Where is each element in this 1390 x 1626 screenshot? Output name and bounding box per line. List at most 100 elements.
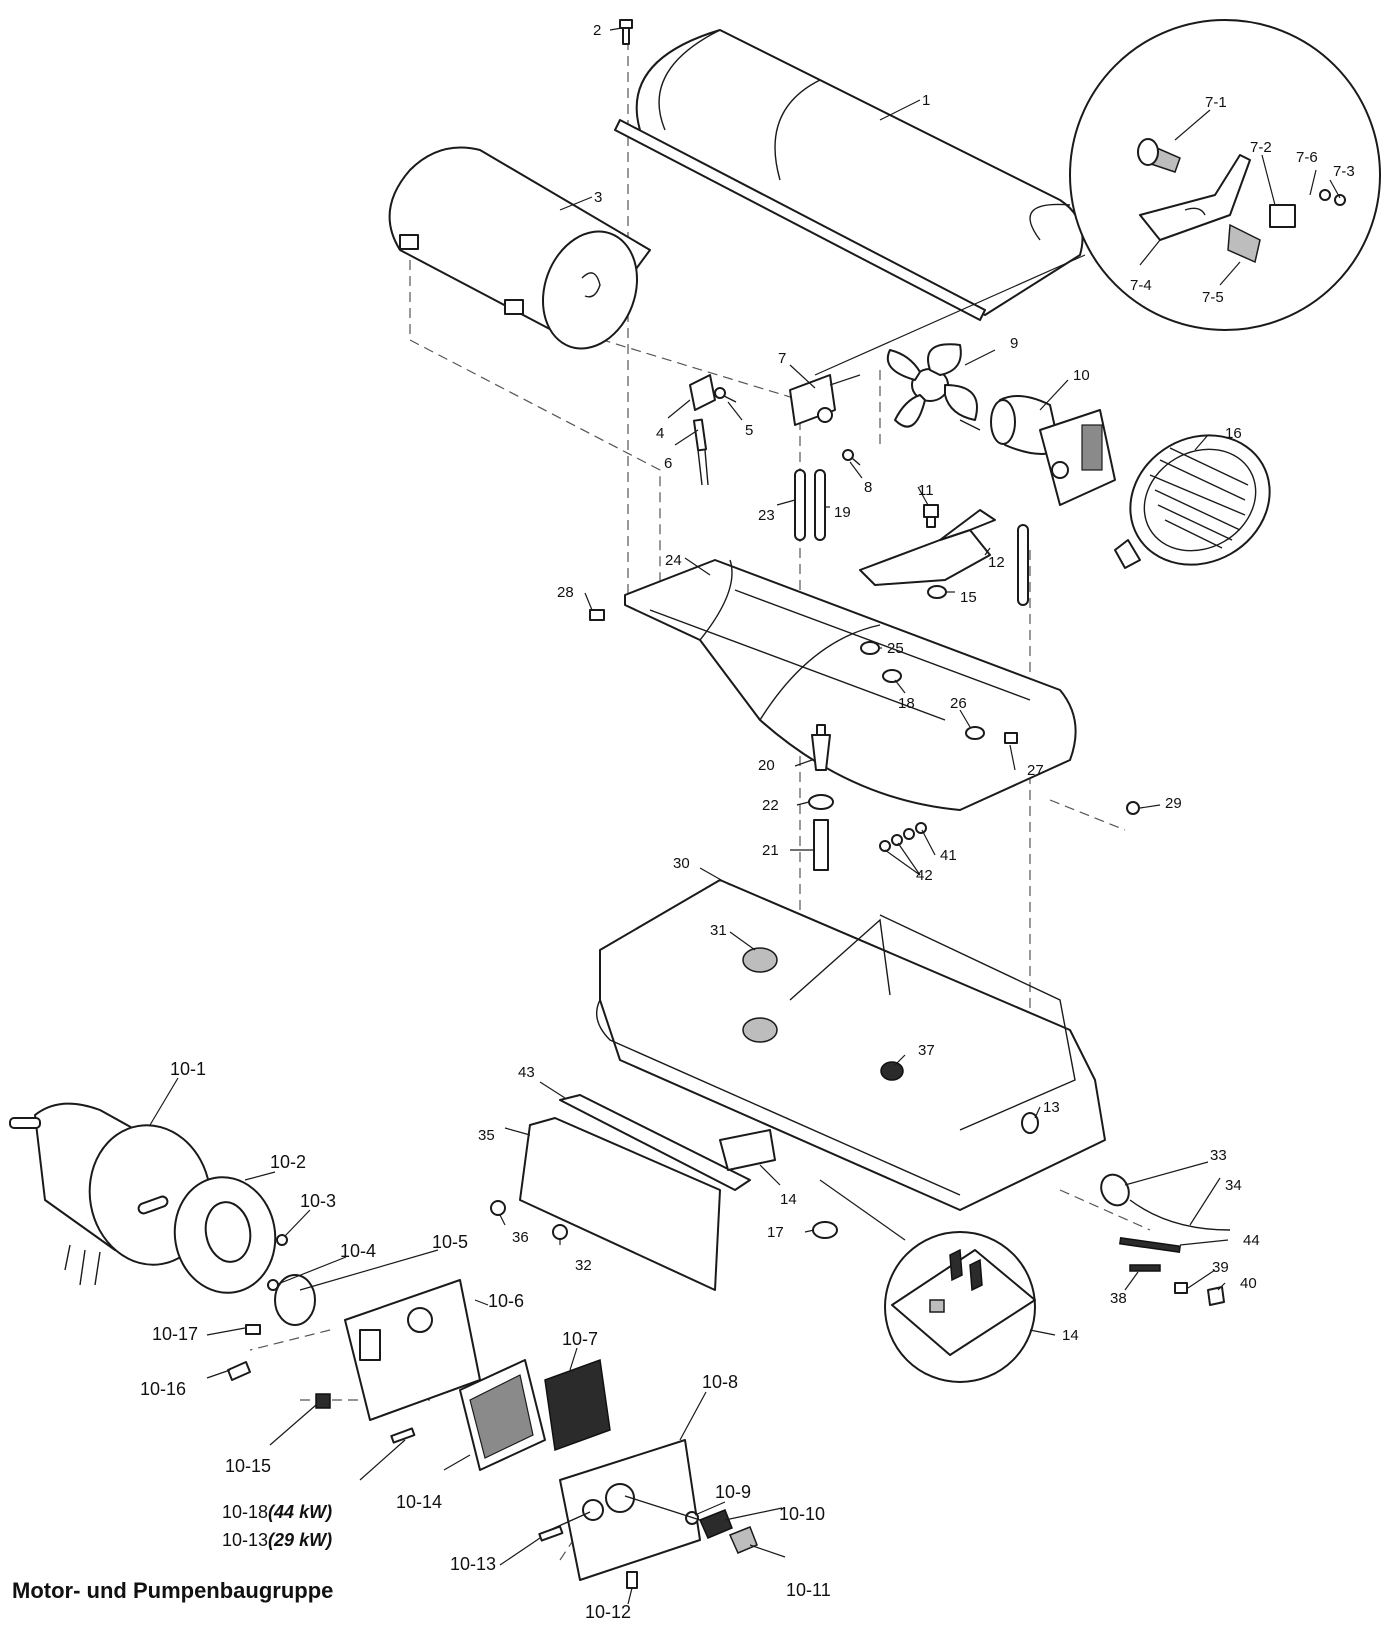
lower-housing-shell-24 xyxy=(624,559,1077,811)
label-28: 28 xyxy=(557,584,574,601)
label-36: 36 xyxy=(512,1229,529,1246)
screw-10-18 xyxy=(390,1427,416,1444)
label-7-5: 7-5 xyxy=(1202,289,1224,306)
screw-36 xyxy=(490,1200,506,1216)
label-27: 27 xyxy=(1027,762,1044,779)
label-3: 3 xyxy=(594,189,602,206)
label-30: 30 xyxy=(673,855,690,872)
photocell-6 xyxy=(692,418,709,486)
leader-lines xyxy=(149,27,1341,1605)
note-10-18-44kw: 10-18(44 kW) xyxy=(222,1502,332,1522)
note-10-13-29kw: 10-13(29 kW) xyxy=(222,1530,332,1550)
label-10: 10 xyxy=(1073,367,1090,384)
fuel-tank-30 xyxy=(596,879,1106,1211)
connector-33 xyxy=(1100,1173,1130,1207)
label-10-1: 10-1 xyxy=(170,1059,206,1079)
label-6: 6 xyxy=(664,455,672,472)
panel-35 xyxy=(519,1117,721,1291)
label-2: 2 xyxy=(593,22,601,39)
label-34: 34 xyxy=(1225,1177,1242,1194)
note-10-13-power: (29 kW) xyxy=(268,1530,332,1550)
part-38 xyxy=(1129,1264,1161,1272)
plug-10-11 xyxy=(728,1526,758,1554)
diagram-caption: Motor- und Pumpenbaugruppe xyxy=(12,1578,334,1603)
label-9: 9 xyxy=(1010,335,1018,352)
label-42: 42 xyxy=(916,867,933,884)
label-10-2: 10-2 xyxy=(270,1152,306,1172)
clip-28 xyxy=(589,609,605,621)
rotor-10-5 xyxy=(274,1274,316,1326)
label-14-small: 14 xyxy=(780,1191,797,1208)
label-10-7: 10-7 xyxy=(562,1329,598,1349)
label-11: 11 xyxy=(918,482,934,499)
label-31: 31 xyxy=(710,922,727,939)
label-10-8: 10-8 xyxy=(702,1372,738,1392)
label-18: 18 xyxy=(898,695,915,712)
upper-housing-shell xyxy=(614,29,1084,321)
label-39: 39 xyxy=(1212,1259,1229,1276)
label-13: 13 xyxy=(1043,1099,1060,1116)
screw-10-16 xyxy=(227,1361,251,1381)
label-25: 25 xyxy=(887,640,904,657)
part-40 xyxy=(1207,1286,1225,1306)
label-22: 22 xyxy=(762,797,779,814)
plug-18 xyxy=(882,669,902,683)
label-7-6: 7-6 xyxy=(1296,149,1318,166)
label-10-10: 10-10 xyxy=(779,1504,825,1524)
label-10-14: 10-14 xyxy=(396,1492,442,1512)
label-10-11: 10-11 xyxy=(786,1580,831,1600)
motor-10 xyxy=(959,395,1116,506)
rod-right xyxy=(1017,524,1029,606)
label-37: 37 xyxy=(918,1042,935,1059)
screw-32 xyxy=(552,1224,568,1240)
label-8: 8 xyxy=(864,479,872,496)
igniter-bracket-7 xyxy=(789,374,861,426)
label-23: 23 xyxy=(758,507,775,524)
flow-arrows xyxy=(549,1495,701,1531)
label-26: 26 xyxy=(950,695,967,712)
strip-43 xyxy=(559,1094,751,1191)
detail-circle-14 xyxy=(819,1179,1036,1383)
label-41: 41 xyxy=(940,847,957,864)
label-7: 7 xyxy=(778,350,786,367)
label-10-16: 10-16 xyxy=(140,1379,186,1399)
note-10-18-part: 10-18 xyxy=(222,1502,268,1522)
label-12: 12 xyxy=(988,554,1005,571)
grommet-25 xyxy=(860,641,880,655)
fan-bracket-12 xyxy=(859,509,996,586)
label-15: 15 xyxy=(960,589,977,606)
label-33: 33 xyxy=(1210,1147,1227,1164)
washers-41-42 xyxy=(879,822,927,852)
label-5: 5 xyxy=(745,422,753,439)
grommet-26 xyxy=(965,726,985,740)
label-10-5: 10-5 xyxy=(432,1232,468,1252)
label-10-9: 10-9 xyxy=(715,1482,751,1502)
label-4: 4 xyxy=(656,425,664,442)
screw-10-3 xyxy=(276,1234,288,1246)
note-10-13-part: 10-13 xyxy=(222,1530,268,1550)
combustion-chamber xyxy=(388,146,651,350)
label-1: 1 xyxy=(922,92,930,109)
filter-frame-10-14 xyxy=(459,1359,546,1471)
screw-5 xyxy=(714,387,737,403)
fitting-22 xyxy=(808,794,834,810)
label-10-15: 10-15 xyxy=(225,1456,271,1476)
screw-27 xyxy=(1004,732,1018,744)
screw-10-13 xyxy=(538,1525,564,1542)
label-44: 44 xyxy=(1243,1232,1260,1249)
label-16: 16 xyxy=(1225,425,1242,442)
pcb-14-small xyxy=(719,1129,776,1171)
photocell-bracket-4 xyxy=(689,374,716,411)
nut-15 xyxy=(927,585,947,599)
fan-blade-9 xyxy=(886,343,978,428)
screw-8 xyxy=(842,449,861,466)
adapter-ring-10-2 xyxy=(173,1176,277,1294)
label-10-4: 10-4 xyxy=(340,1241,376,1261)
label-14-detail: 14 xyxy=(1062,1327,1079,1344)
screw-29 xyxy=(1126,801,1140,815)
label-21: 21 xyxy=(762,842,779,859)
nozzle-20 xyxy=(811,724,831,771)
label-7-2: 7-2 xyxy=(1250,139,1272,156)
label-19: 19 xyxy=(834,504,851,521)
